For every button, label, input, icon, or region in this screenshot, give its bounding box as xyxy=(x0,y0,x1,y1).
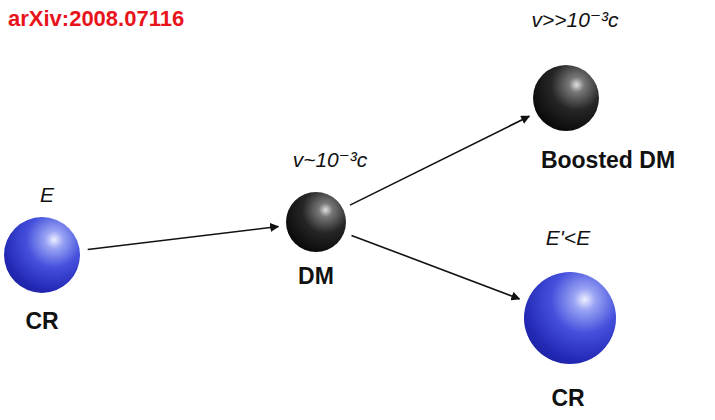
particle-sphere: v~10⁻³cDM xyxy=(286,192,346,252)
quantity-label: v~10⁻³c xyxy=(293,148,368,172)
particle-sphere: v>>10⁻³cBoosted DM xyxy=(533,65,599,131)
particle-label: CR xyxy=(551,385,584,412)
quantity-label: E'<E xyxy=(546,226,590,250)
quantity-label: v>>10⁻³c xyxy=(532,8,619,32)
particle-sphere: E'<ECR xyxy=(524,272,616,364)
particle-label: Boosted DM xyxy=(541,147,675,174)
particle-label: DM xyxy=(298,263,334,290)
reference-label: arXiv:2008.07116 xyxy=(8,6,184,32)
particle-sphere: ECR xyxy=(4,217,80,293)
particle-label: CR xyxy=(25,308,58,335)
scatter-arrow xyxy=(88,227,279,250)
scatter-arrow xyxy=(352,235,520,299)
scatter-arrow xyxy=(350,116,529,205)
quantity-label: E xyxy=(40,183,54,207)
